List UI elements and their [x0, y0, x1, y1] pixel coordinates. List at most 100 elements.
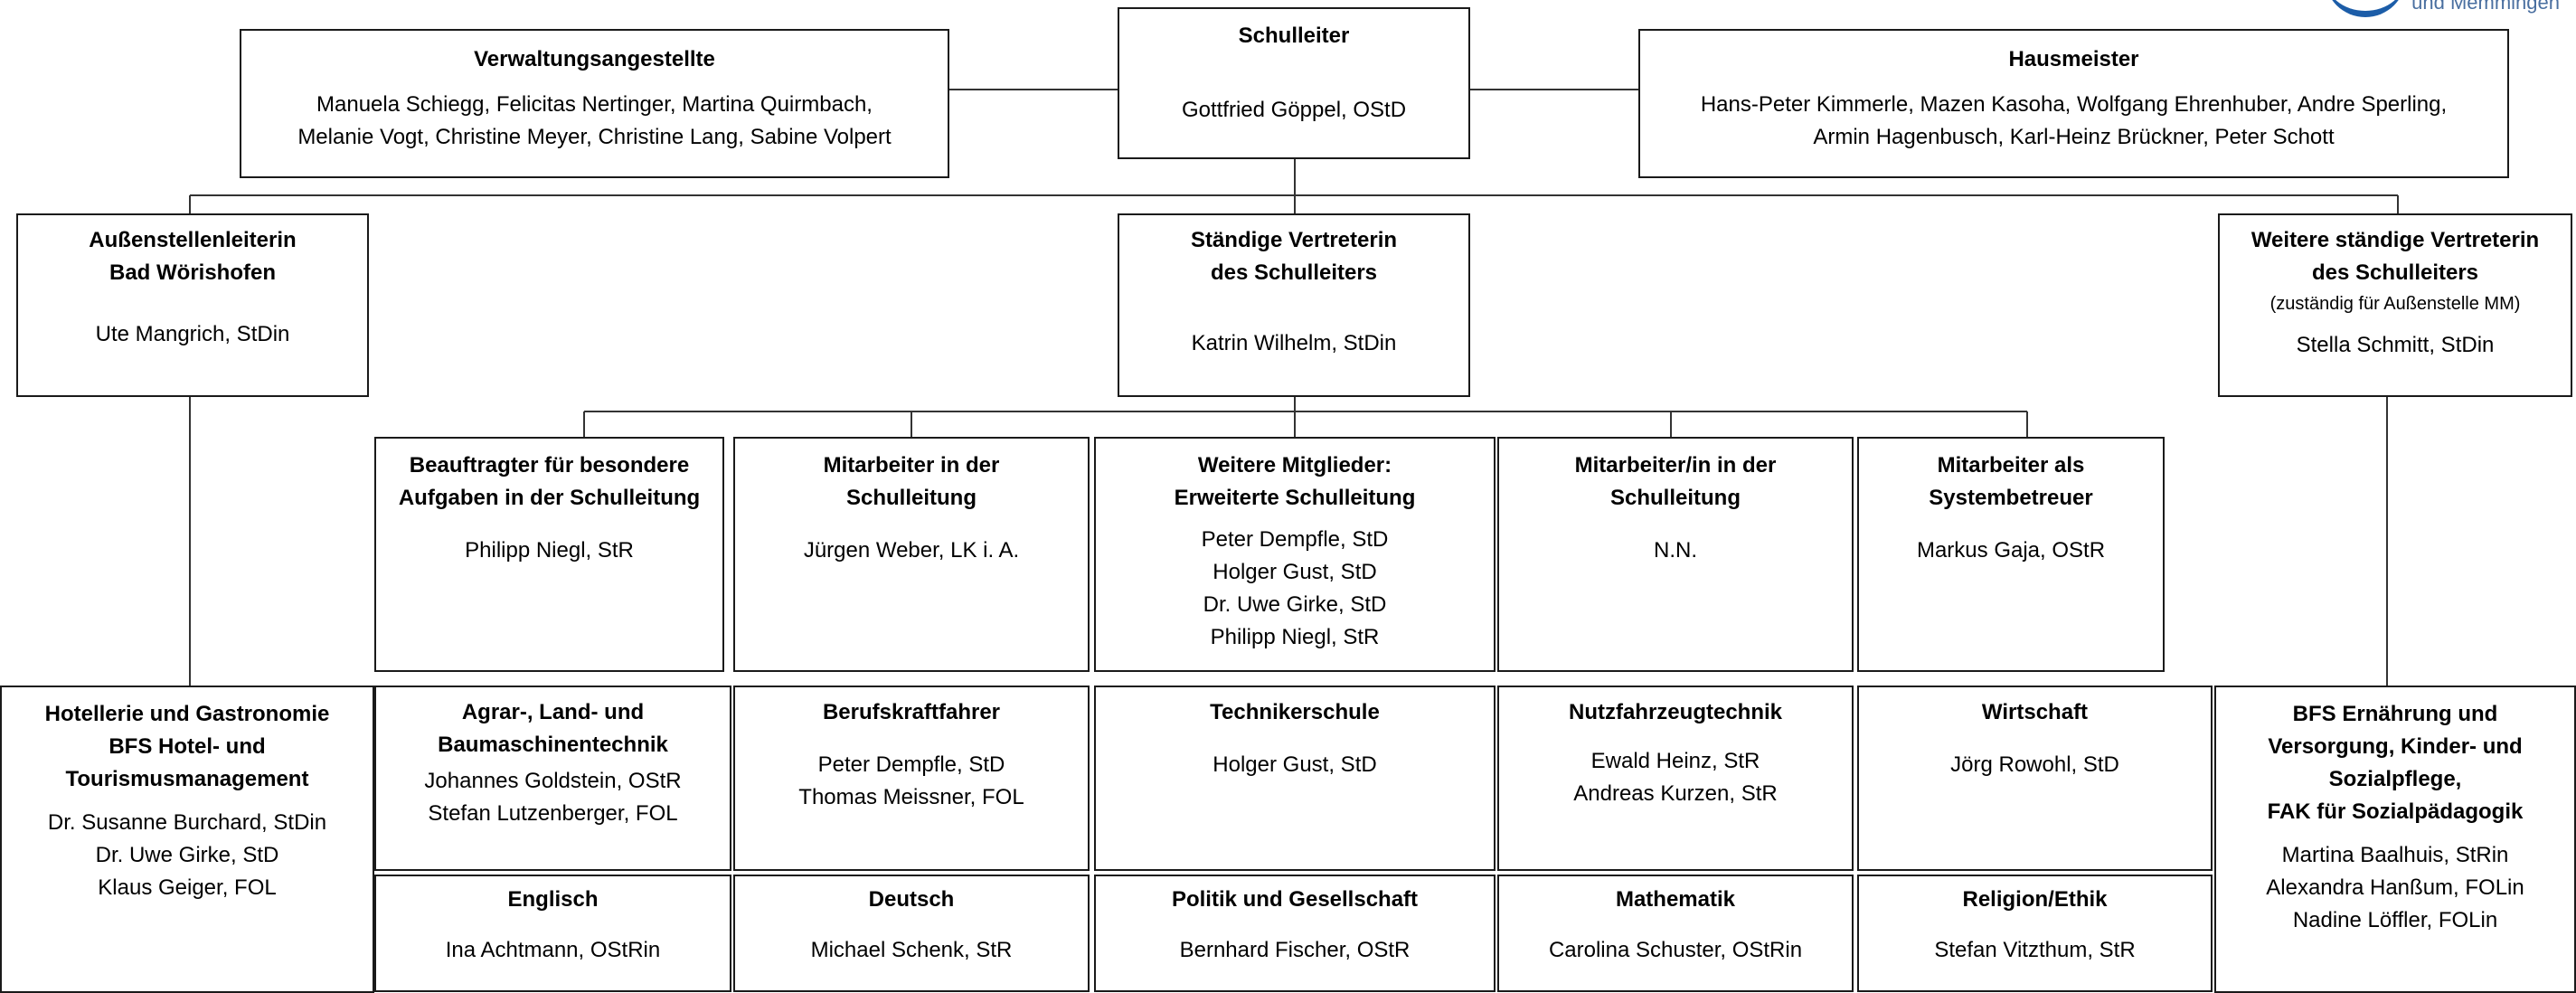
box-title: BFS Hotel- und	[109, 734, 266, 759]
box-title: Nutzfahrzeugtechnik	[1568, 700, 1782, 724]
person-line: Andreas Kurzen, StR	[1573, 781, 1778, 806]
box-verwaltung: Verwaltungsangestellte Manuela Schiegg, …	[240, 29, 949, 178]
box-dept-englisch: Englisch Ina Achtmann, OStRin	[374, 875, 731, 992]
person-line: Thomas Meissner, FOL	[798, 785, 1024, 809]
box-title: BFS Ernährung und	[2292, 702, 2498, 726]
box-schulleiter: Schulleiter Gottfried Göppel, OStD	[1118, 7, 1470, 159]
box-dept-bfs-ernaehrung: BFS Ernährung und Versorgung, Kinder- un…	[2214, 686, 2576, 993]
box-title: Schulleitung	[846, 486, 977, 510]
box-title: Berufskraftfahrer	[822, 700, 1001, 724]
person-line: Alexandra Hanßum, FOLin	[2266, 875, 2524, 900]
box-title: Beauftragter für besondere	[409, 453, 690, 478]
box-title: Außenstellenleiterin	[89, 228, 297, 252]
box-dept-wirtschaft: Wirtschaft Jörg Rowohl, StD	[1857, 686, 2213, 871]
person-line: Stella Schmitt, StDin	[2296, 333, 2495, 357]
box-title: Wirtschaft	[1981, 700, 2089, 724]
box-title: Mitarbeiter in der	[823, 453, 1000, 478]
box-title: Technikerschule	[1210, 700, 1380, 724]
box-leadership-1: Mitarbeiter in der Schulleitung Jürgen W…	[733, 437, 1090, 672]
person-line: N.N.	[1654, 538, 1697, 563]
box-title: Weitere ständige Vertreterin	[2250, 228, 2540, 252]
box-title: Erweiterte Schulleitung	[1174, 486, 1416, 510]
box-title: Sozialpflege,	[2328, 767, 2462, 791]
box-title: des Schulleiters	[2311, 260, 2479, 285]
person-line: Holger Gust, StD	[1213, 560, 1377, 584]
person-line: Peter Dempfle, StD	[817, 752, 1005, 777]
person-line: Jörg Rowohl, StD	[1950, 752, 2119, 777]
box-title: Weitere Mitglieder:	[1197, 453, 1392, 478]
person-line: Jürgen Weber, LK i. A.	[803, 538, 1020, 563]
person-line: Dr. Susanne Burchard, StDin	[47, 810, 327, 835]
box-note: (zuständig für Außenstelle MM)	[2269, 294, 2521, 314]
person-line: Ute Mangrich, StDin	[95, 322, 290, 346]
box-title: Versorgung, Kinder- und	[2268, 734, 2523, 759]
box-dept-technikerschule: Technikerschule Holger Gust, StD	[1094, 686, 1496, 871]
box-title: Hausmeister	[2008, 47, 2139, 71]
person-line: Holger Gust, StD	[1213, 752, 1377, 777]
box-weitere-vertreterin: Weitere ständige Vertreterin des Schulle…	[2218, 213, 2572, 397]
person-line: Melanie Vogt, Christine Meyer, Christine…	[297, 125, 892, 149]
person-line: Bernhard Fischer, OStR	[1179, 938, 1411, 962]
box-title: Ständige Vertreterin	[1190, 228, 1398, 252]
box-leadership-0: Beauftragter für besondere Aufgaben in d…	[374, 437, 724, 672]
person-line: Philipp Niegl, StR	[1210, 625, 1380, 649]
person-line: Peter Dempfle, StD	[1201, 527, 1389, 552]
person-line: Katrin Wilhelm, StDin	[1191, 331, 1397, 355]
box-leadership-3: Mitarbeiter/in in der Schulleitung N.N.	[1497, 437, 1854, 672]
person-line: Michael Schenk, StR	[810, 938, 1013, 962]
box-dept-nutzfahrzeugtechnik: Nutzfahrzeugtechnik Ewald Heinz, StR And…	[1497, 686, 1854, 871]
box-title: Schulleitung	[1610, 486, 1741, 510]
logo-text: und Memmingen	[2411, 0, 2560, 14]
person-line: Johannes Goldstein, OStR	[424, 769, 682, 793]
logo-arc-icon	[2325, 0, 2406, 17]
person-line: Manuela Schiegg, Felicitas Nertinger, Ma…	[316, 92, 873, 117]
person-line: Armin Hagenbusch, Karl-Heinz Brückner, P…	[1813, 125, 2335, 149]
box-title: Agrar-, Land- und	[461, 700, 645, 724]
box-title: Mitarbeiter als	[1937, 453, 2085, 478]
box-title: Baumaschinentechnik	[438, 733, 668, 757]
box-title: Systembetreuer	[1929, 486, 2093, 510]
box-hausmeister: Hausmeister Hans-Peter Kimmerle, Mazen K…	[1638, 29, 2509, 178]
person-line: Carolina Schuster, OStRin	[1548, 938, 1803, 962]
person-line: Stefan Vitzthum, StR	[1934, 938, 2136, 962]
box-dept-berufskraftfahrer: Berufskraftfahrer Peter Dempfle, StD Tho…	[733, 686, 1090, 871]
person-line: Dr. Uwe Girke, StD	[1203, 592, 1387, 617]
box-title: Mitarbeiter/in in der	[1574, 453, 1777, 478]
school-logo: und Memmingen	[2325, 0, 2560, 22]
person-line: Hans-Peter Kimmerle, Mazen Kasoha, Wolfg…	[1700, 92, 2448, 117]
person-line: Ewald Heinz, StR	[1590, 749, 1760, 773]
box-dept-agrar: Agrar-, Land- und Baumaschinentechnik Jo…	[374, 686, 731, 871]
box-dept-mathematik: Mathematik Carolina Schuster, OStRin	[1497, 875, 1854, 992]
box-title: des Schulleiters	[1210, 260, 1378, 285]
box-title: Politik und Gesellschaft	[1171, 887, 1419, 912]
box-title: Mathematik	[1615, 887, 1736, 912]
box-title: Hotellerie und Gastronomie	[44, 702, 330, 726]
person-line: Philipp Niegl, StR	[465, 538, 634, 563]
person-line: Stefan Lutzenberger, FOL	[428, 801, 678, 826]
box-title: FAK für Sozialpädagogik	[2267, 799, 2524, 824]
box-dept-deutsch: Deutsch Michael Schenk, StR	[733, 875, 1090, 992]
box-title: Deutsch	[868, 887, 955, 912]
box-aussenstelle: Außenstellenleiterin Bad Wörishofen Ute …	[16, 213, 369, 397]
box-title: Englisch	[507, 887, 599, 912]
box-title: Bad Wörishofen	[109, 260, 276, 285]
box-title: Verwaltungsangestellte	[474, 47, 715, 71]
box-vertreterin: Ständige Vertreterin des Schulleiters Ka…	[1118, 213, 1470, 397]
box-title: Religion/Ethik	[1962, 887, 2108, 912]
box-title: Schulleiter	[1238, 24, 1350, 48]
person-line: Markus Gaja, OStR	[1916, 538, 2106, 563]
box-title: Aufgaben in der Schulleitung	[398, 486, 701, 510]
person-line: Gottfried Göppel, OStD	[1181, 98, 1407, 122]
person-line: Nadine Löffler, FOLin	[2292, 908, 2498, 932]
person-line: Ina Achtmann, OStRin	[445, 938, 661, 962]
box-leadership-2: Weitere Mitglieder: Erweiterte Schulleit…	[1094, 437, 1496, 672]
person-line: Klaus Geiger, FOL	[98, 875, 277, 900]
person-line: Dr. Uwe Girke, StD	[95, 843, 279, 867]
box-title: Tourismusmanagement	[65, 767, 309, 791]
box-leadership-4: Mitarbeiter als Systembetreuer Markus Ga…	[1857, 437, 2165, 672]
box-dept-religion: Religion/Ethik Stefan Vitzthum, StR	[1857, 875, 2213, 992]
person-line: Martina Baalhuis, StRin	[2281, 843, 2509, 867]
box-dept-hotellerie: Hotellerie und Gastronomie BFS Hotel- un…	[0, 686, 374, 993]
box-dept-politik: Politik und Gesellschaft Bernhard Fische…	[1094, 875, 1496, 992]
